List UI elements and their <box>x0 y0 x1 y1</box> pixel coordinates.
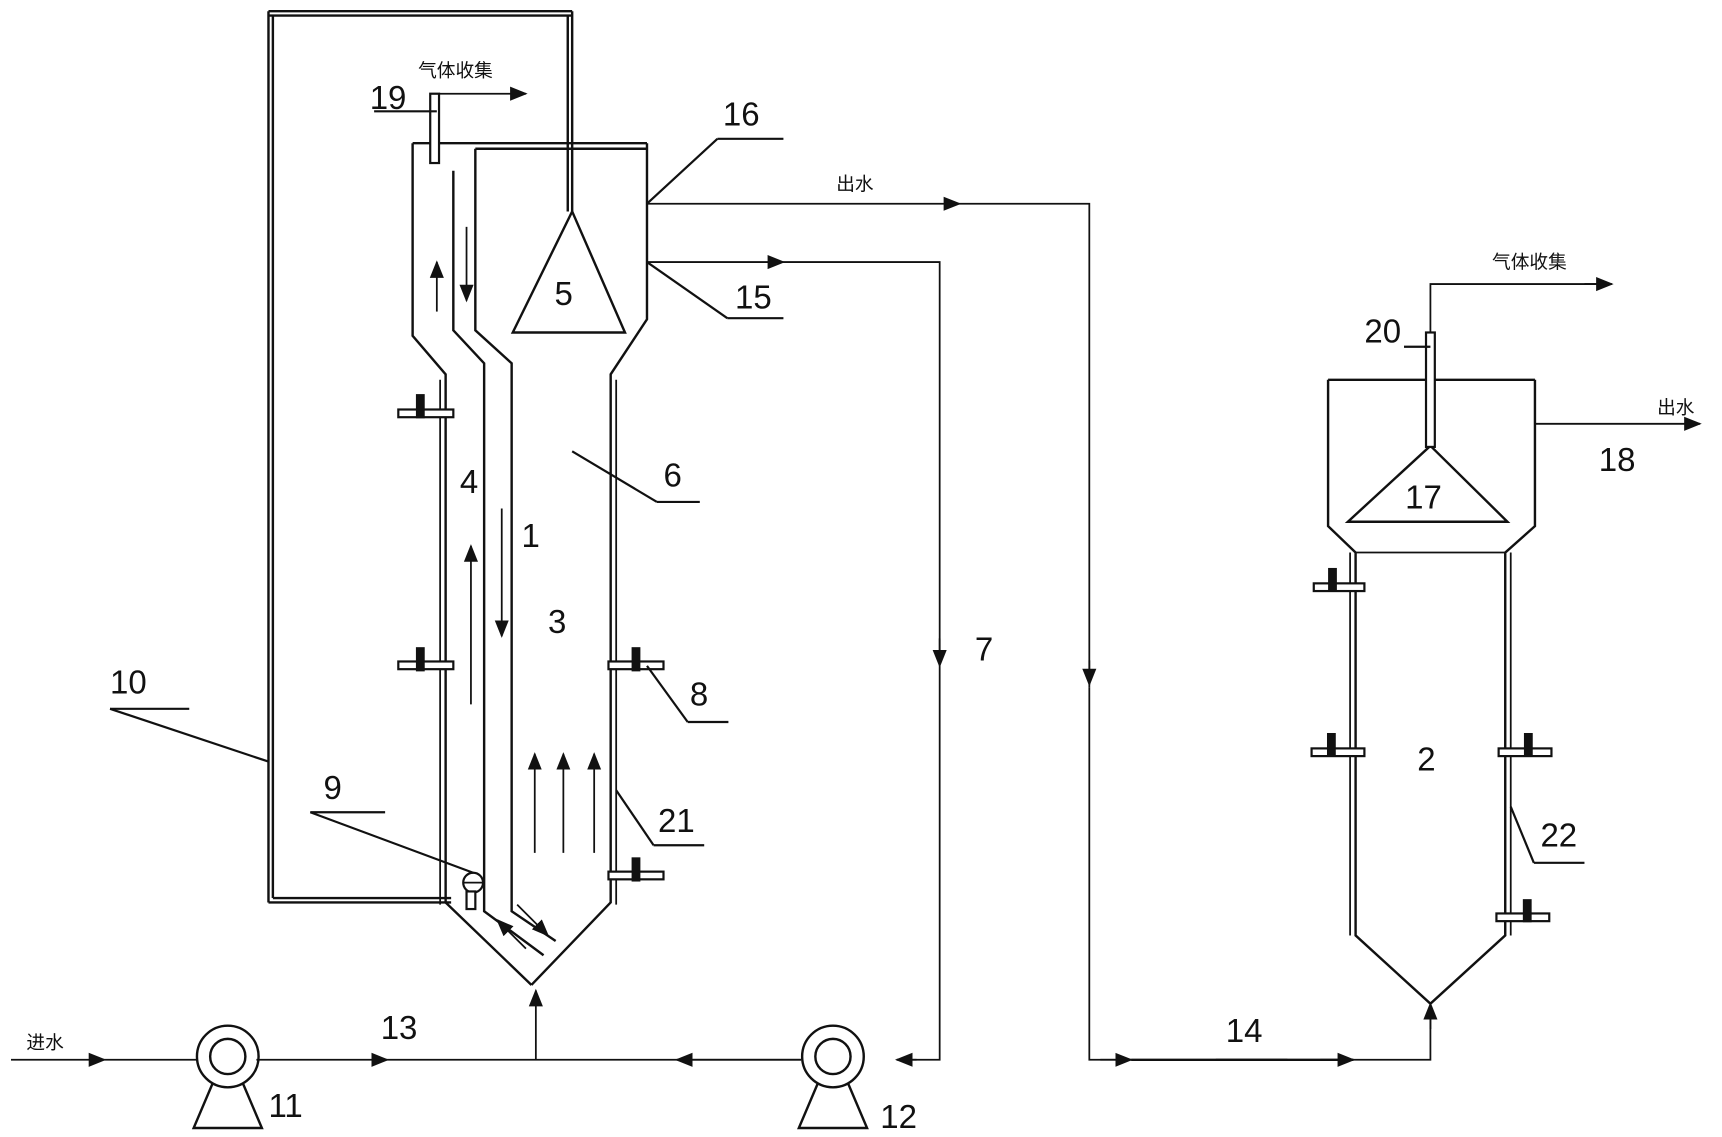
gas-solid-separator-cone-5 <box>510 208 627 334</box>
main-reactor <box>411 142 649 986</box>
gas-pipe-19 <box>429 86 528 165</box>
valve-9 <box>462 871 485 911</box>
label-12: 12 <box>880 1098 917 1135</box>
sampling-ports-second <box>1310 567 1553 923</box>
outlet-label-right: 出水 <box>1657 398 1695 419</box>
label-8: 8 <box>690 675 708 712</box>
label-17: 17 <box>1405 479 1442 516</box>
label-16: 16 <box>723 96 760 133</box>
label-9: 9 <box>323 769 341 806</box>
label-10: 10 <box>110 663 147 700</box>
label-4: 4 <box>460 463 478 500</box>
label-7: 7 <box>975 630 993 667</box>
label-1: 1 <box>522 517 540 554</box>
gas-pipe-20 <box>1424 277 1614 449</box>
label-21: 21 <box>658 802 695 839</box>
label-20: 20 <box>1364 312 1401 349</box>
gas-collect-label-left: 气体收集 <box>418 61 493 82</box>
inlet-pipe-13 <box>11 988 802 1067</box>
pipe-14 <box>1088 687 1438 1067</box>
label-11: 11 <box>268 1087 302 1124</box>
sampling-ports-main <box>397 394 665 882</box>
outlet-label-top: 出水 <box>836 175 874 196</box>
label-18: 18 <box>1599 441 1636 478</box>
flow-arrows-main <box>429 226 602 950</box>
label-14: 14 <box>1226 1012 1263 1049</box>
label-3: 3 <box>548 603 566 640</box>
pump-12 <box>797 1024 869 1130</box>
label-5: 5 <box>555 275 573 312</box>
label-13: 13 <box>381 1009 418 1046</box>
label-15: 15 <box>735 278 772 315</box>
label-22: 22 <box>1540 816 1577 853</box>
separator-cone-17 <box>1344 444 1511 523</box>
pump-11 <box>191 1024 264 1130</box>
leader-lines <box>109 110 1585 1061</box>
label-19: 19 <box>370 79 407 116</box>
outlet-pipes <box>646 196 1097 1067</box>
gas-collect-label-right: 气体收集 <box>1492 253 1567 274</box>
second-reactor <box>1326 378 1702 1006</box>
recirculation-pipe <box>267 9 574 904</box>
label-6: 6 <box>663 457 681 494</box>
labels: 1 2 3 4 5 6 7 8 9 10 11 12 13 14 15 16 1… <box>26 61 1694 1135</box>
label-2: 2 <box>1417 740 1435 777</box>
inlet-label: 进水 <box>26 1033 64 1054</box>
